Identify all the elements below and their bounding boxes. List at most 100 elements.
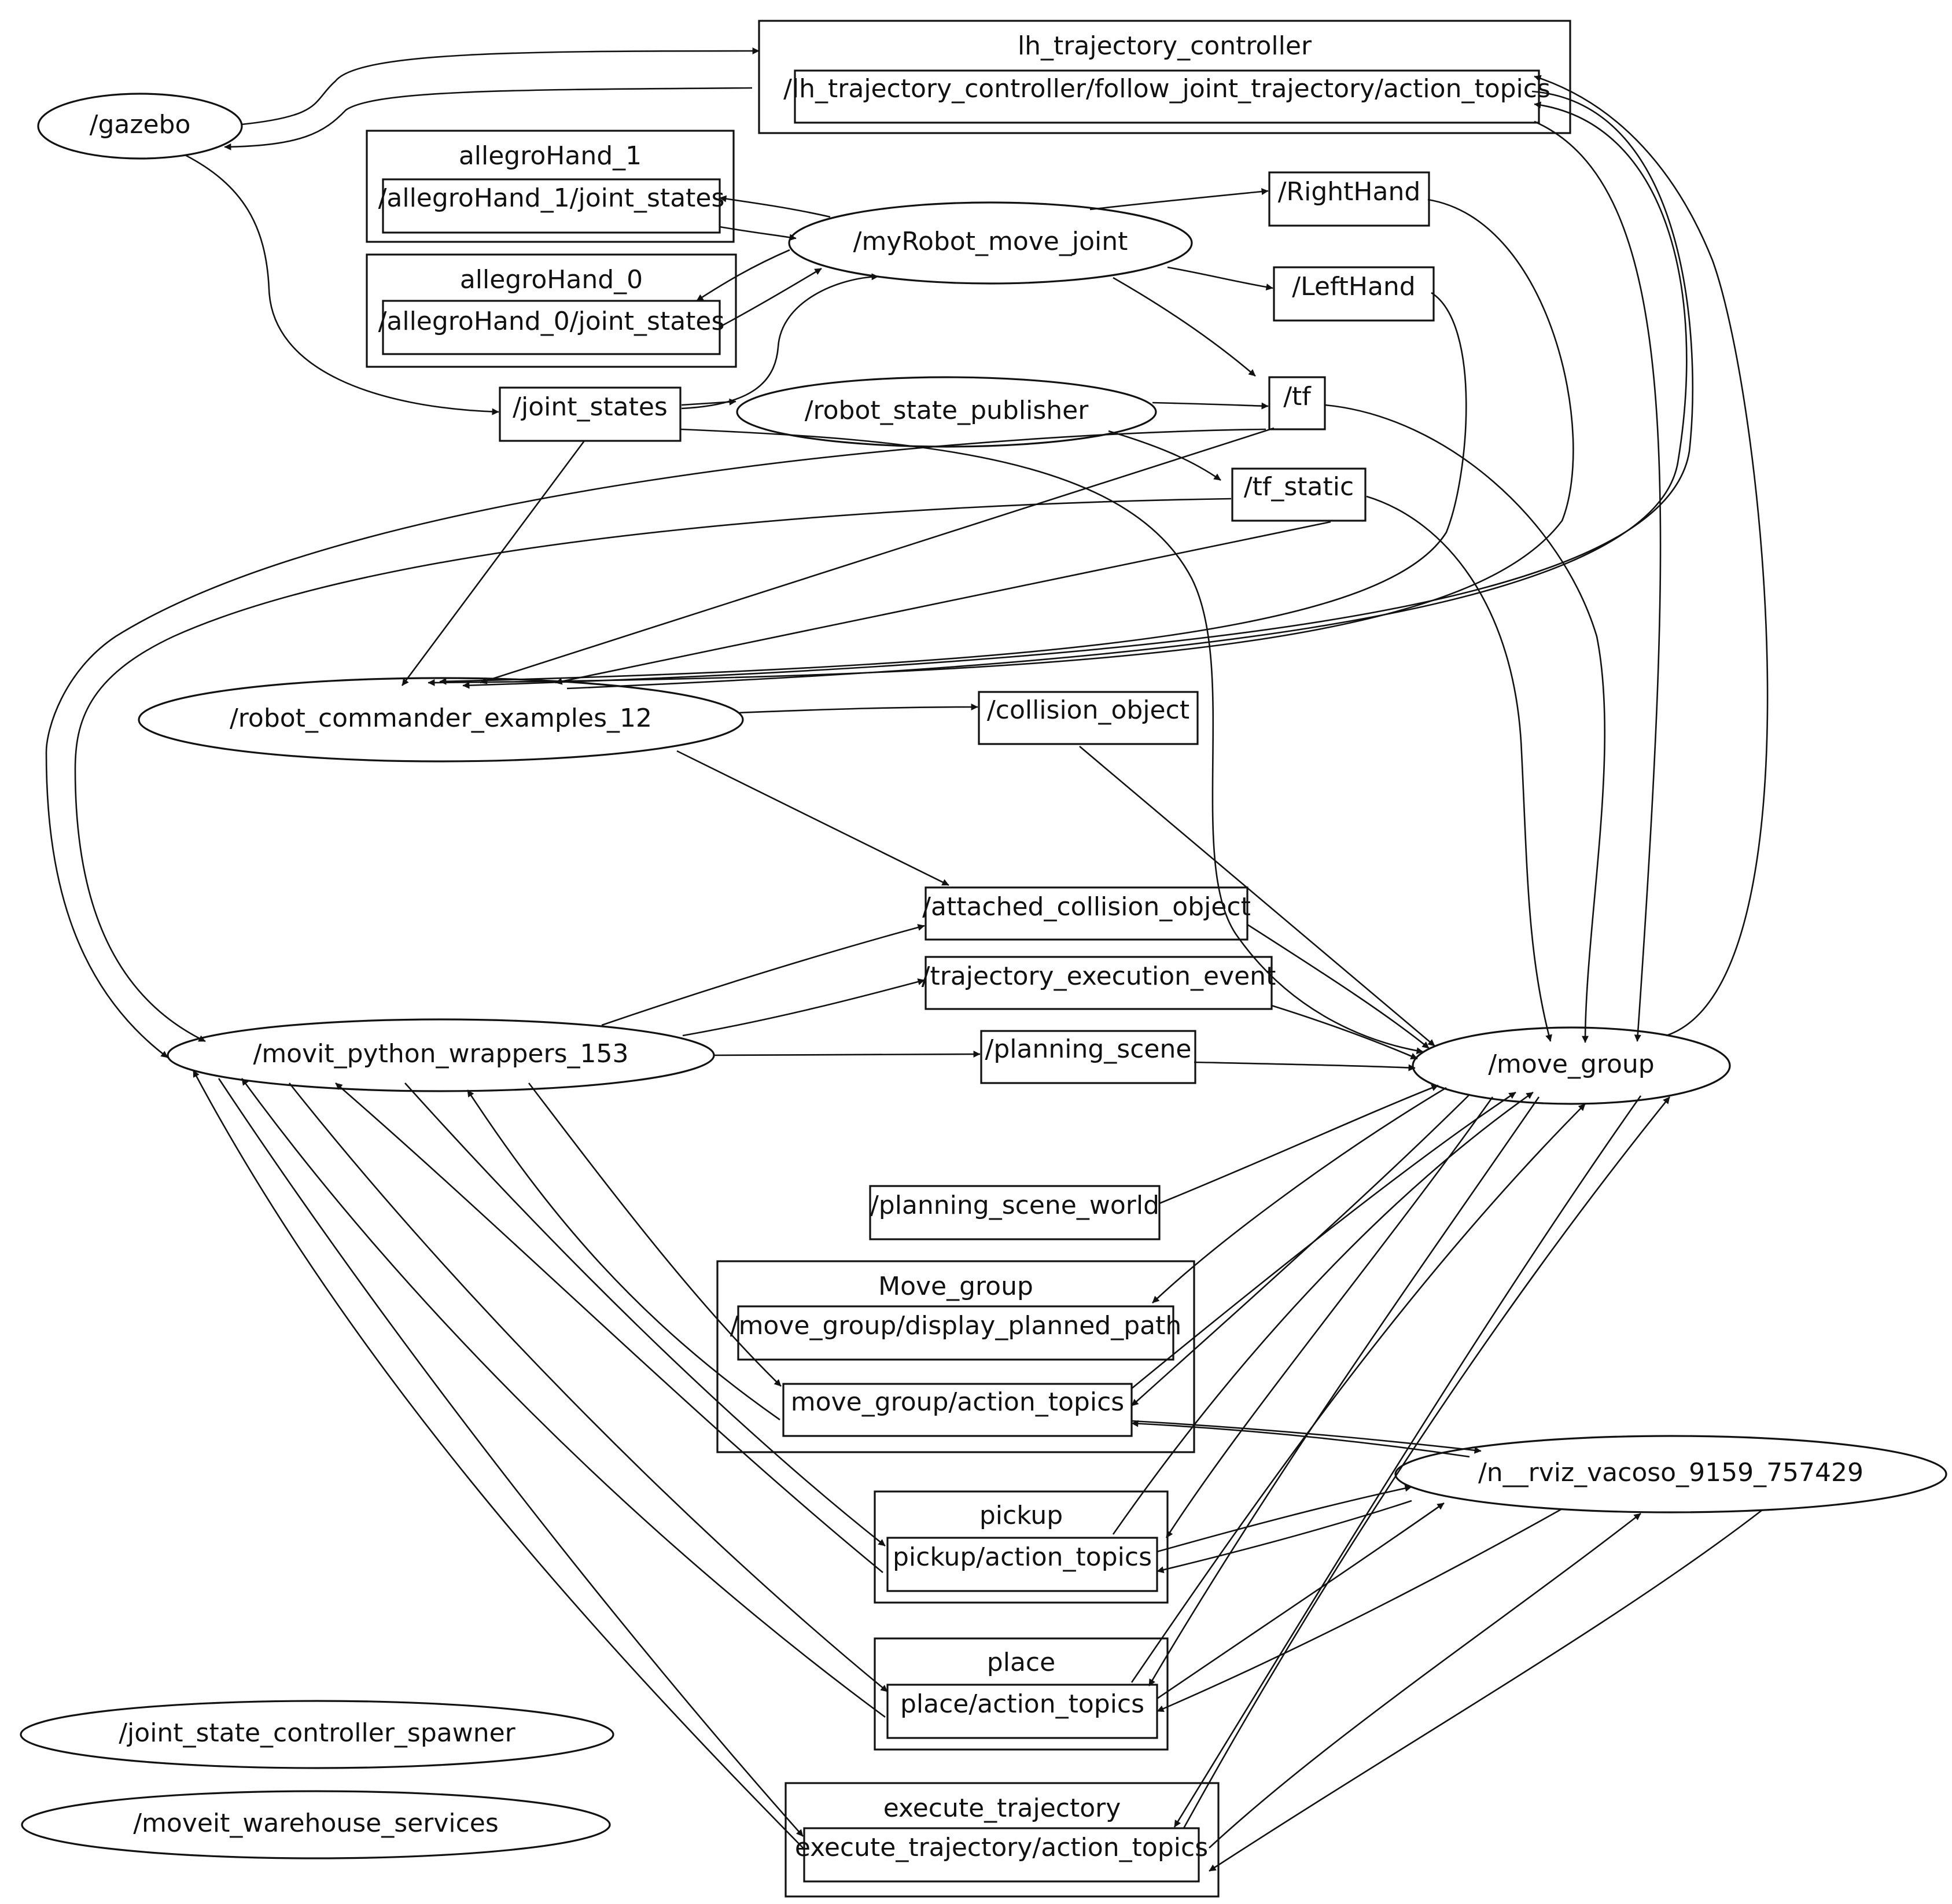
topic-label-move-group-action-topics: move_group/action_topics: [791, 1387, 1124, 1417]
topic-display-planned-path[interactable]: /move_group/display_planned_path: [730, 1305, 1181, 1361]
edge-tf-to-commander: [480, 427, 1275, 684]
edge-move-joint-to-tf: [1113, 277, 1256, 377]
topic-attached-collision-object[interactable]: /attached_collision_object: [922, 886, 1251, 941]
edge-move-joint-to-allegro1: [719, 195, 831, 218]
node-gazebo[interactable]: /gazebo: [37, 93, 243, 160]
edge-commander-to-collision-object: [738, 704, 978, 714]
edge-place-action-to-wrappers: [241, 1078, 886, 1718]
edge-pickup-action-to-rviz: [1157, 1485, 1412, 1553]
cluster-lh-trajectory-controller: lh_trajectory_controller: [758, 20, 1571, 134]
edge-move-group-action-to-wrappers: [466, 1089, 780, 1421]
cluster-label-lh-trajectory-controller: lh_trajectory_controller: [1018, 31, 1312, 61]
cluster-move-group: Move_group: [716, 1260, 1195, 1453]
cluster-label-allegro-hand-1: allegroHand_1: [459, 141, 642, 171]
topic-label-place-action-topics: place/action_topics: [900, 1689, 1144, 1719]
cluster-label-move-group: Move_group: [878, 1272, 1033, 1301]
cluster-label-allegro-hand-0: allegroHand_0: [460, 265, 643, 294]
topic-tf-static[interactable]: /tf_static: [1231, 467, 1367, 522]
node-robot-state-publisher[interactable]: /robot_state_publisher: [736, 376, 1157, 448]
topic-move-group-action-topics[interactable]: move_group/action_topics: [782, 1383, 1133, 1437]
edge-joint-states-to-move-group: [680, 428, 1424, 1055]
topic-label-joint-states: /joint_states: [513, 392, 668, 422]
node-joint-state-controller-spawner[interactable]: /joint_state_controller_spawner: [20, 1700, 614, 1769]
edge-tf-static-to-move-group: [1366, 495, 1552, 1042]
edge-gazebo-to-lh-controller: [241, 47, 760, 126]
node-label-robot-state-publisher: /robot_state_publisher: [805, 396, 1089, 425]
edge-wrappers-to-move-group-action: [528, 1082, 782, 1387]
edge-lh-controller-to-commander: [462, 90, 1693, 689]
topic-right-hand[interactable]: /RightHand: [1268, 171, 1430, 227]
topic-allegro1-joint-states[interactable]: /allegroHand_1/joint_states: [378, 178, 725, 234]
edge-move-group-to-execute-action: [1173, 1095, 1642, 1828]
edges: [45, 47, 1769, 1872]
edge-move-group-to-display-path: [1152, 1087, 1447, 1303]
node-label-gazebo: /gazebo: [90, 110, 191, 139]
topic-label-trajectory-execution-event: /trajectory_execution_event: [922, 962, 1276, 991]
node-myrobot-move-joint[interactable]: /myRobot_move_joint: [788, 201, 1193, 285]
edge-move-group-to-pickup-action: [1165, 1096, 1494, 1538]
edge-commander-to-attached-collision: [676, 750, 949, 886]
edge-rviz-to-execute-action: [1209, 1509, 1763, 1872]
topic-label-pickup-action-topics: pickup/action_topics: [893, 1542, 1152, 1572]
edge-rviz-to-pickup-action: [1157, 1500, 1412, 1574]
topic-label-lh-follow-joint-trajectory: /lh_trajectory_controller/follow_joint_t…: [783, 74, 1550, 104]
edge-wrappers-to-attached-collision: [601, 924, 925, 1026]
topic-label-left-hand: /LeftHand: [1292, 272, 1415, 301]
edge-place-action-to-rviz: [1157, 1502, 1445, 1700]
edge-planning-scene-to-move-group: [1194, 1061, 1416, 1071]
topic-trajectory-execution-event[interactable]: /trajectory_execution_event: [922, 956, 1276, 1010]
topic-allegro0-joint-states[interactable]: /allegroHand_0/joint_states: [378, 300, 725, 355]
topic-label-attached-collision-object: /attached_collision_object: [922, 892, 1251, 922]
edge-joint-states-to-commander: [401, 440, 585, 686]
topic-lh-follow-joint-trajectory[interactable]: /lh_trajectory_controller/follow_joint_t…: [783, 69, 1550, 124]
topic-execute-trajectory-action-topics[interactable]: execute_trajectory/action_topics: [795, 1827, 1208, 1883]
node-rviz[interactable]: /n__rviz_vacoso_9159_757429: [1394, 1435, 1947, 1513]
cluster-label-place: place: [987, 1648, 1055, 1677]
node-movit-python-wrappers[interactable]: /movit_python_wrappers_153: [167, 1018, 715, 1092]
topic-place-action-topics[interactable]: place/action_topics: [886, 1684, 1158, 1739]
edge-move-joint-to-allegro0: [696, 249, 790, 302]
cluster-allegro-hand-0: allegroHand_0: [366, 253, 737, 368]
node-label-joint-state-controller-spawner: /joint_state_controller_spawner: [119, 1718, 515, 1748]
cluster-execute-trajectory: execute_trajectory: [785, 1782, 1220, 1898]
topic-joint-states[interactable]: /joint_states: [499, 386, 682, 442]
cluster-allegro-hand-1: allegroHand_1: [366, 130, 735, 243]
topic-label-allegro0-joint-states: /allegroHand_0/joint_states: [378, 307, 725, 336]
edge-move-joint-to-lefthand: [1167, 266, 1273, 291]
cluster-place: place: [874, 1637, 1169, 1751]
edge-lh-controller-to-gazebo: [224, 87, 753, 150]
edge-wrappers-to-execute-action: [218, 1078, 804, 1837]
edge-move-group-to-move-group-action: [1131, 1094, 1470, 1406]
edge-execute-action-to-rviz: [1209, 1512, 1641, 1848]
edge-joint-states-to-rsp: [681, 398, 736, 406]
edge-trajectory-event-to-move-group: [1271, 1004, 1418, 1060]
node-robot-commander-examples[interactable]: /robot_commander_examples_12: [138, 677, 744, 763]
edge-commander-to-lh-controller: [566, 101, 1688, 690]
topic-collision-object[interactable]: /collision_object: [978, 691, 1199, 745]
topic-pickup-action-topics[interactable]: pickup/action_topics: [886, 1537, 1158, 1592]
edge-tf-static-to-movit-wrappers: [74, 498, 1232, 1043]
topic-tf[interactable]: /tf: [1268, 376, 1326, 430]
topic-label-planning-scene: /planning_scene: [985, 1034, 1192, 1064]
edge-move-group-to-lh-controller: [1534, 75, 1769, 1037]
edge-rsp-to-tf-static: [1108, 430, 1221, 481]
edge-place-action-to-move-group: [1130, 1103, 1586, 1683]
edge-tf-static-to-commander: [555, 521, 1331, 685]
topic-planning-scene[interactable]: /planning_scene: [980, 1030, 1196, 1084]
edge-wrappers-to-trajectory-event: [682, 978, 925, 1037]
edge-execute-action-to-wrappers: [192, 1070, 804, 1848]
cluster-pickup: pickup: [874, 1490, 1169, 1604]
topic-left-hand[interactable]: /LeftHand: [1273, 266, 1435, 322]
node-label-myrobot-move-joint: /myRobot_move_joint: [853, 227, 1128, 256]
topic-label-execute-trajectory-action-topics: execute_trajectory/action_topics: [795, 1833, 1208, 1862]
edge-rviz-to-place-action: [1157, 1508, 1563, 1713]
edge-wrappers-to-planning-scene: [713, 1051, 981, 1058]
topic-planning-scene-world[interactable]: /planning_scene_world: [869, 1185, 1161, 1240]
edge-move-group-action-to-move-group: [1131, 1091, 1516, 1390]
edge-move-group-action-to-rviz: [1131, 1420, 1482, 1454]
node-move-group[interactable]: /move_group: [1412, 1026, 1731, 1105]
node-moveit-warehouse-services[interactable]: /moveit_warehouse_services: [21, 1790, 611, 1859]
edge-lefthand-to-commander: [439, 292, 1467, 685]
edge-joint-states-to-move-joint: [681, 273, 879, 410]
